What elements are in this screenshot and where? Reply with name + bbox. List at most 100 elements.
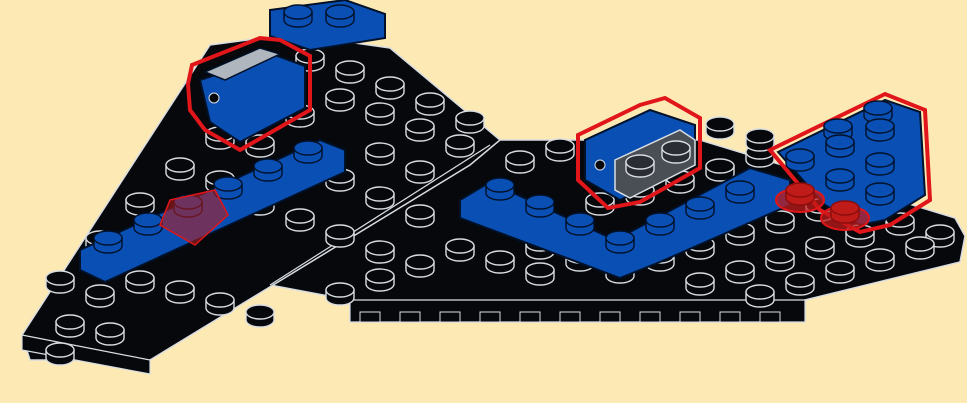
stud-top	[526, 195, 554, 209]
blue-stud	[284, 5, 312, 27]
plate-notch	[480, 312, 500, 322]
black-stud	[506, 151, 534, 173]
stud-top	[786, 273, 814, 287]
stud-top	[826, 135, 854, 149]
stud-top	[366, 187, 394, 201]
stud-top	[284, 5, 312, 19]
stud-top	[456, 111, 484, 125]
stud-top	[606, 231, 634, 245]
stud-top	[86, 285, 114, 299]
stud-top	[686, 197, 714, 211]
stud-top	[726, 181, 754, 195]
stud-top	[726, 261, 754, 275]
trans-red-stud	[831, 201, 859, 223]
black-stud	[586, 193, 614, 215]
black-stud	[726, 261, 754, 283]
black-stud	[406, 255, 434, 277]
stud-top	[866, 183, 894, 197]
stud-top	[546, 139, 574, 153]
stud-top	[366, 103, 394, 117]
stud-top	[786, 149, 814, 163]
black-stud	[526, 263, 554, 285]
blue-stud	[826, 135, 854, 157]
stud-top	[864, 101, 892, 115]
stud-top	[326, 225, 354, 239]
stud-top	[824, 119, 852, 133]
black-stud	[166, 281, 194, 303]
black-stud	[456, 111, 484, 133]
stud-top	[662, 141, 690, 155]
stud-top	[286, 209, 314, 223]
black-stud	[746, 129, 774, 151]
stud-top	[866, 119, 894, 133]
stud-top	[336, 61, 364, 75]
stud-top	[214, 177, 242, 191]
black-stud	[366, 269, 394, 291]
black-stud	[766, 249, 794, 271]
blue-stud	[606, 231, 634, 253]
pin-hole	[209, 93, 219, 103]
black-stud	[906, 237, 934, 259]
stud-top	[406, 205, 434, 219]
stud-top	[686, 273, 714, 287]
black-stud	[326, 283, 354, 305]
blue-stud	[866, 183, 894, 205]
stud-top	[826, 169, 854, 183]
stud-top	[326, 5, 354, 19]
black-stud	[366, 143, 394, 165]
stud-top	[166, 281, 194, 295]
grey-stud	[662, 141, 690, 163]
blue-stud	[526, 195, 554, 217]
blue-stud	[94, 231, 122, 253]
stud-top	[94, 231, 122, 245]
stud-top	[706, 117, 734, 131]
stud-top	[906, 237, 934, 251]
blue-stud	[326, 5, 354, 27]
black-stud	[326, 89, 354, 111]
plate-notch	[440, 312, 460, 322]
plate-notch	[360, 312, 380, 322]
stud-top	[806, 237, 834, 251]
stud-top	[126, 271, 154, 285]
black-stud	[326, 225, 354, 247]
plate-notch	[600, 312, 620, 322]
blue-stud	[566, 213, 594, 235]
stud-top	[826, 261, 854, 275]
stud-top	[366, 269, 394, 283]
stud-top	[446, 239, 474, 253]
stud-top	[626, 155, 654, 169]
blue-stud	[486, 178, 514, 200]
black-stud	[126, 271, 154, 293]
stud-top	[786, 183, 814, 197]
blue-stud	[866, 119, 894, 141]
black-stud	[336, 61, 364, 83]
trans-red-stud	[786, 183, 814, 205]
plate-notch	[560, 312, 580, 322]
black-stud	[546, 139, 574, 161]
stud-top	[46, 343, 74, 357]
blue-stud	[134, 213, 162, 235]
stud-top	[416, 93, 444, 107]
plate-notch	[720, 312, 740, 322]
grey-stud	[626, 155, 654, 177]
stud-top	[566, 213, 594, 227]
black-stud	[366, 241, 394, 263]
stud-top	[376, 77, 404, 91]
stud-top	[486, 251, 514, 265]
stud-top	[46, 271, 74, 285]
black-stud	[46, 343, 74, 365]
black-stud	[406, 119, 434, 141]
stud-top	[366, 241, 394, 255]
plate-notch	[680, 312, 700, 322]
blue-stud	[786, 149, 814, 171]
black-stud	[366, 103, 394, 125]
stud-top	[831, 201, 859, 215]
black-stud	[246, 305, 274, 327]
blue-stud	[866, 153, 894, 175]
stud-top	[326, 283, 354, 297]
black-stud	[446, 135, 474, 157]
blue-stud	[726, 181, 754, 203]
black-stud	[126, 193, 154, 215]
